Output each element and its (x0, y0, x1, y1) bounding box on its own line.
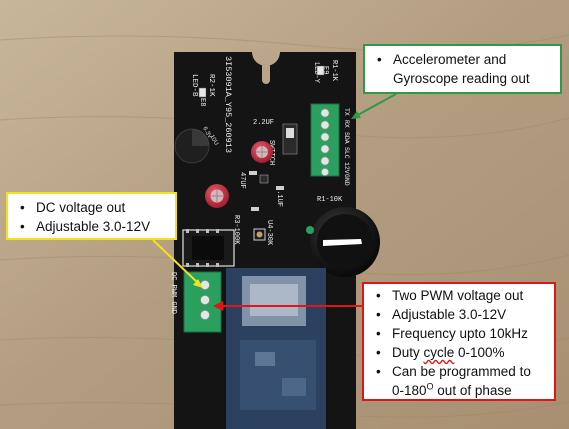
slide-switch (282, 123, 298, 155)
r3-label: R3-100K (232, 215, 240, 245)
e9-label: E9 (321, 66, 329, 74)
u4-label: U4-30K (265, 220, 273, 246)
red-arrowhead (213, 301, 223, 311)
smd-resistor-3 (251, 207, 259, 211)
callout-item: Two PWM voltage out (376, 286, 550, 305)
callout-item: Adjustable 3.0-12V (376, 305, 550, 324)
phase-suffix-text: out of phase (433, 383, 512, 398)
pin-sda-label: SDA (343, 132, 350, 144)
phase-range-text: 0-180 (392, 383, 427, 398)
dc-voltage-callout: DC voltage out Adjustable 3.0-12V (6, 192, 177, 240)
pin-rx-label: RX (343, 120, 350, 128)
e8-label: E8 (198, 98, 206, 106)
r1-10k-label: R1-10K (317, 196, 343, 204)
callout-item: Accelerometer and Gyroscope reading out (377, 50, 556, 88)
cap-47uf-label: 47UF (238, 172, 246, 189)
pwm-callout: Two PWM voltage out Adjustable 3.0-12V F… (362, 282, 556, 401)
cap-top-value: 10U (208, 134, 219, 147)
callout-item: Adjustable 3.0-12V (20, 217, 171, 236)
yellow-arrow-line (152, 239, 200, 285)
dc-voltage-list: DC voltage out Adjustable 3.0-12V (14, 198, 171, 236)
black-capacitor: 6.3V 10U (174, 126, 219, 164)
green-arrowhead (351, 111, 361, 119)
pwm-list: Two PWM voltage out Adjustable 3.0-12V F… (370, 286, 550, 400)
dc-pwm-gnd-label: DC PWM GND (169, 272, 177, 314)
trimmer-potentiometer (253, 228, 266, 241)
callout-item: Can be programmed to 0-180O out of phase (376, 362, 550, 400)
led-y-label: LED-Y (312, 62, 320, 84)
potentiometer-knob (306, 207, 380, 277)
red-capacitor-2 (205, 184, 229, 208)
callout-item: Duty cycle 0-100% (376, 343, 550, 362)
yellow-arrowhead (193, 279, 203, 288)
callout-item: Frequency upto 10kHz (376, 324, 550, 343)
red-capacitor-1 (251, 141, 273, 163)
right-terminal-block (310, 103, 340, 177)
led-b-label: LED-B (190, 74, 198, 97)
led-y (316, 65, 325, 76)
green-arrow-line (355, 93, 397, 117)
blurred-module (226, 268, 326, 429)
cap-top-voltage: 6.3V (201, 126, 212, 140)
pin-slc-label: SLC (343, 147, 350, 159)
dip-ic (182, 229, 235, 267)
pin-gnd-label: GND (343, 174, 350, 186)
smd-resistor-2 (276, 186, 284, 190)
led-b (198, 87, 207, 98)
r2-label: R2-1K (207, 74, 215, 97)
pin-tx-label: TX (343, 108, 350, 116)
degree-superscript: O (426, 381, 434, 392)
r1-top-label: R1-1K (330, 60, 338, 82)
part-number-label: 3I53091A_Y95_260913 (223, 56, 233, 153)
callout-item: DC voltage out (20, 198, 171, 217)
pcb-notch-cutout (262, 58, 270, 84)
duty-cycle-text: Duty cycle 0-100% (392, 345, 505, 360)
sensor-readout-callout: Accelerometer and Gyroscope reading out (363, 44, 562, 94)
cap-2-2uf-label: 2.2UF (253, 119, 274, 127)
programmable-text: Can be programmed to (392, 364, 531, 379)
left-terminal-block (183, 271, 222, 333)
pin-12v-label: 12V (343, 162, 350, 174)
smd-transistor (259, 174, 269, 184)
smd-resistor-1 (249, 171, 257, 175)
sensor-readout-list: Accelerometer and Gyroscope reading out (371, 50, 556, 88)
cap-0-1uf-label: 0.1UF (275, 186, 283, 207)
